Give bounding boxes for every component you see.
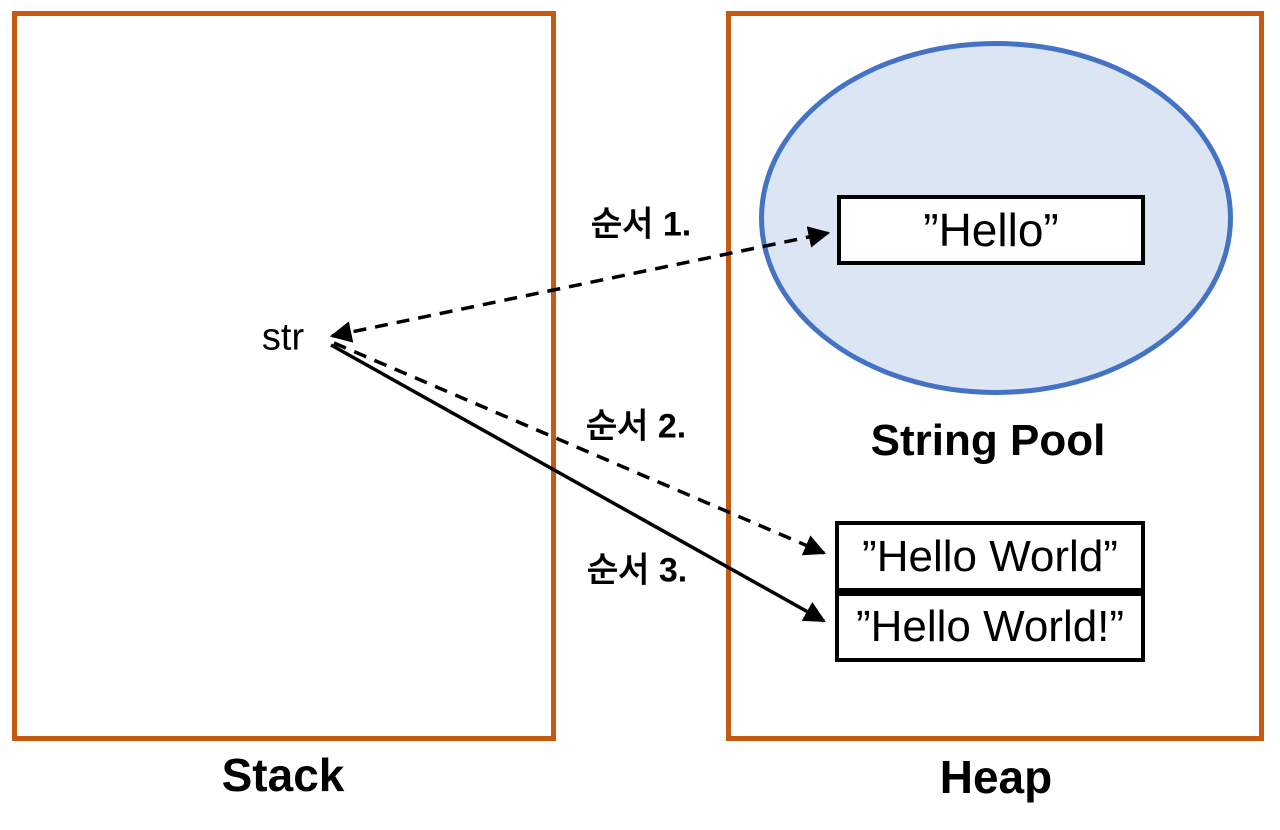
arrow-3-order-label: 순서 3.: [586, 551, 688, 590]
hello-world-string-text: ”Hello World”: [862, 531, 1118, 581]
arrow-2-order-label: 순서 2.: [585, 407, 687, 446]
hello-string-text: ”Hello”: [923, 204, 1059, 256]
hello-world-excl-string-text: ”Hello World!”: [855, 602, 1125, 651]
hello-world-string-box: ”Hello World”: [835, 521, 1145, 592]
stack-region-label: Stack: [221, 749, 345, 801]
string-pool-label: String Pool: [870, 416, 1106, 465]
stack-region-box: [12, 11, 556, 741]
str-variable-label: str: [261, 316, 305, 359]
heap-region-label: Heap: [939, 751, 1053, 803]
hello-string-box: ”Hello”: [837, 195, 1145, 265]
hello-world-excl-string-box: ”Hello World!”: [835, 592, 1145, 662]
arrow-1-order-label: 순서 1.: [590, 205, 692, 244]
